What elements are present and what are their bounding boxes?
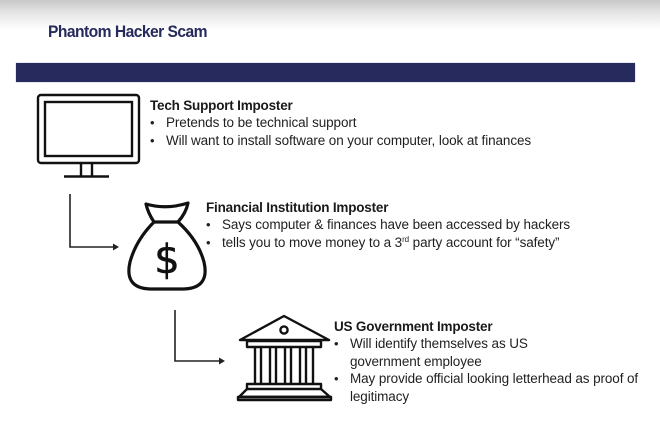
money-bag-icon bbox=[127, 201, 207, 291]
title-divider-bar bbox=[16, 63, 635, 82]
bullet-icon: • bbox=[334, 336, 339, 351]
section-heading: Tech Support Imposter bbox=[150, 98, 293, 113]
section-tech-support: Tech Support Imposter • Pretends to be t… bbox=[150, 97, 531, 149]
bullet-icon: • bbox=[334, 371, 339, 386]
bullet-icon: • bbox=[206, 217, 211, 232]
list-item: • Says computer & finances have been acc… bbox=[206, 217, 571, 232]
section-financial-institution: Financial Institution Imposter • Says co… bbox=[206, 199, 570, 251]
bullet-list: • Says computer & finances have been acc… bbox=[206, 216, 570, 251]
bullet-icon: • bbox=[150, 115, 155, 130]
bullet-list: • Pretends to be technical support • Wil… bbox=[150, 114, 531, 149]
list-item: • tells you to move money to a 3rd party… bbox=[206, 234, 560, 250]
section-us-government: US Government Imposter • Will identify t… bbox=[334, 318, 638, 405]
top-shadow bbox=[0, 0, 660, 30]
section-heading: Financial Institution Imposter bbox=[206, 200, 389, 215]
list-item: • Pretends to be technical support bbox=[150, 115, 357, 130]
list-item: • Will identify themselves as US governm… bbox=[334, 336, 528, 369]
dollar-sign: $ bbox=[154, 237, 179, 283]
connector-arrow-2 bbox=[174, 310, 225, 365]
bullet-list: • Will identify themselves as US governm… bbox=[334, 335, 638, 405]
section-heading: US Government Imposter bbox=[334, 319, 493, 334]
connector-arrow-1 bbox=[69, 194, 119, 251]
list-item: • Will want to install software on your … bbox=[150, 132, 532, 148]
computer-monitor-icon bbox=[36, 93, 141, 178]
bullet-icon: • bbox=[150, 132, 155, 148]
government-building-icon bbox=[236, 314, 333, 402]
list-item: • May provide official looking letterhea… bbox=[334, 371, 639, 404]
bullet-icon: • bbox=[206, 234, 211, 250]
slide-title: Phantom Hacker Scam bbox=[48, 22, 208, 41]
